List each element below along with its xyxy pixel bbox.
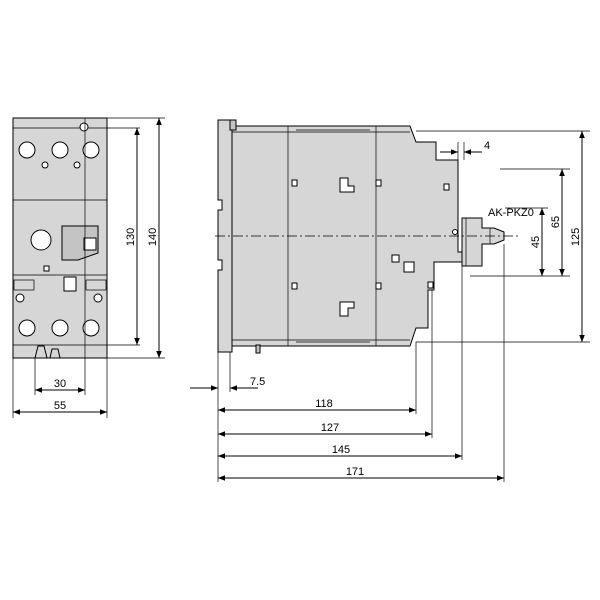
- dim-4: 4: [484, 140, 490, 152]
- dim-140: 140: [147, 228, 159, 246]
- dim-65: 65: [550, 216, 562, 228]
- dim-125: 125: [570, 228, 582, 246]
- terminal-bottom-3: [82, 319, 100, 337]
- terminal-top-1: [18, 141, 36, 159]
- dim-145: 145: [332, 444, 350, 456]
- accessory-label: AK-PKZ0: [488, 207, 534, 219]
- terminal-top-3: [82, 141, 100, 159]
- dim-45: 45: [530, 236, 542, 248]
- side-view: AK-PKZ0 4 45 65 125 7.5 11: [190, 119, 590, 482]
- terminal-bottom-1: [18, 319, 36, 337]
- dim-118: 118: [315, 398, 333, 410]
- dim-7-5: 7.5: [250, 376, 265, 388]
- front-view: 130 140 30 55: [12, 117, 165, 418]
- rotary-knob-icon: [30, 229, 52, 251]
- shaft-knob: [461, 217, 505, 267]
- dim-171: 171: [346, 466, 364, 478]
- latch-top-icon: [339, 177, 355, 193]
- dim-55: 55: [54, 400, 66, 412]
- latch-bottom-icon: [339, 301, 355, 317]
- terminal-bottom-2: [51, 319, 69, 337]
- dim-30: 30: [54, 378, 66, 390]
- terminal-top-2: [51, 141, 69, 159]
- dim-130: 130: [125, 228, 137, 246]
- knob-handle: [61, 225, 99, 261]
- dim-127: 127: [321, 422, 339, 434]
